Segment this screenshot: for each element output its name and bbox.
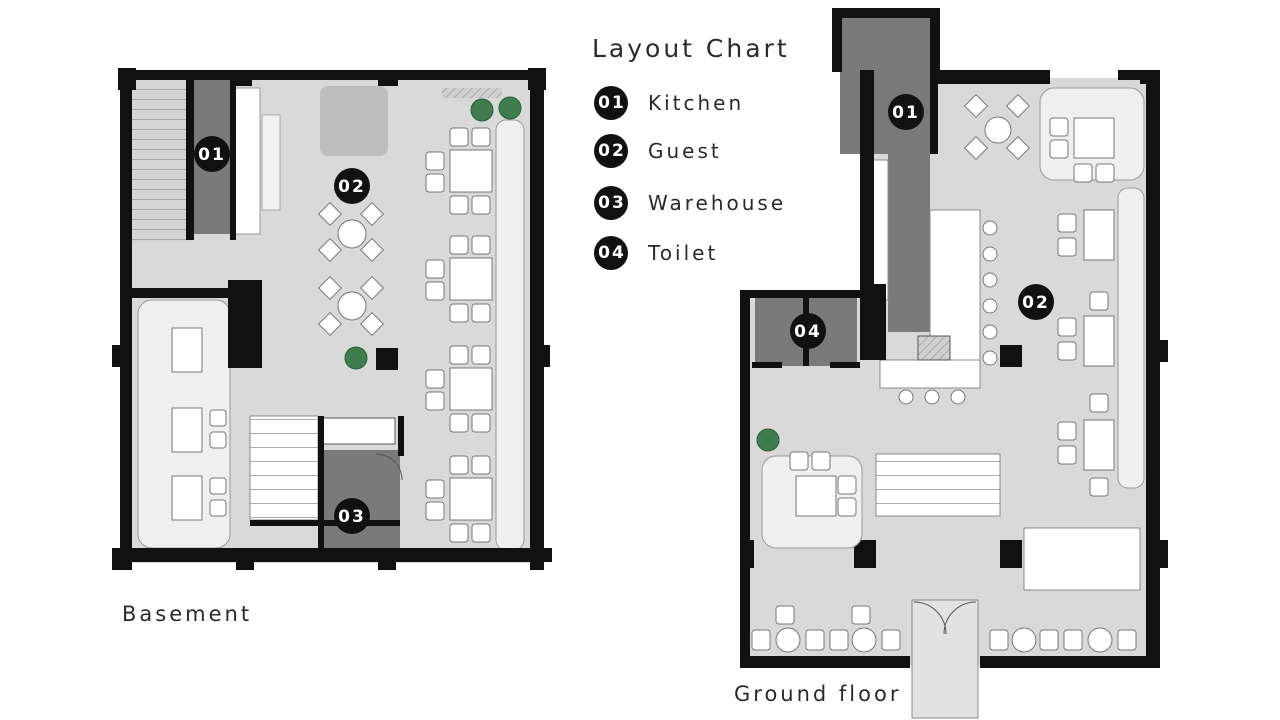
basement-stairs — [132, 80, 190, 242]
ground-side-window — [871, 159, 889, 301]
basement-marker-warehouse: 03 — [334, 498, 370, 534]
ground-floor-plan: 01 02 04 — [740, 8, 1168, 719]
basement-label: Basement — [122, 602, 253, 626]
legend-label: Guest — [648, 139, 722, 163]
basement-counter — [233, 87, 261, 235]
svg-text:02: 02 — [338, 177, 366, 197]
ground-entrance-counter — [1023, 527, 1141, 591]
basement-walls — [112, 68, 552, 570]
ground-walls — [740, 8, 1168, 668]
svg-text:01: 01 — [198, 145, 226, 165]
ground-kitchen-corridor — [888, 150, 930, 332]
legend-badge: 01 — [594, 86, 628, 120]
basement-equipment — [322, 417, 396, 445]
legend-badge: 04 — [594, 236, 628, 270]
ground-kitchen-shaft — [840, 14, 932, 154]
basement-plants — [344, 96, 522, 370]
legend-title: Layout Chart — [592, 34, 790, 63]
ground-marker-toilet: 04 — [790, 313, 826, 349]
basement-plan: 01 02 03 — [112, 68, 552, 570]
ground-door-swing-right — [943, 601, 977, 635]
basement-door-swing — [375, 453, 403, 481]
ground-tables — [751, 93, 1137, 653]
ground-vestibule — [911, 599, 979, 719]
basement-light-pad — [320, 86, 388, 156]
basement-marker-guest: 02 — [334, 168, 370, 204]
legend-item-kitchen: 01 Kitchen — [594, 86, 854, 120]
legend-badge: 03 — [594, 186, 628, 220]
basement-table-column — [425, 127, 493, 543]
basement-warehouse-area — [320, 450, 400, 548]
legend-label: Warehouse — [648, 191, 787, 215]
svg-text:03: 03 — [338, 507, 366, 527]
ground-floor-label: Ground floor — [734, 682, 902, 706]
ground-plants — [756, 428, 780, 452]
ground-stairs — [875, 453, 1001, 517]
legend-item-guest: 02 Guest — [594, 134, 854, 168]
basement-counter-inner — [261, 114, 281, 211]
ground-door-swing-left — [913, 601, 947, 635]
ground-marker-kitchen: 01 — [888, 94, 924, 130]
ground-bar-sink — [917, 335, 951, 361]
svg-text:04: 04 — [794, 322, 822, 342]
basement-booth-tables — [171, 327, 227, 521]
legend-badge: 02 — [594, 134, 628, 168]
legend-item-warehouse: 03 Warehouse — [594, 186, 854, 220]
legend-label: Kitchen — [648, 91, 745, 115]
ground-bar-base — [879, 359, 981, 389]
ground-marker-guest: 02 — [1018, 284, 1054, 320]
svg-text:02: 02 — [1022, 293, 1050, 313]
svg-text:01: 01 — [892, 103, 920, 123]
legend-label: Toilet — [648, 241, 719, 265]
legend-item-toilet: 04 Toilet — [594, 236, 854, 270]
basement-marker-kitchen: 01 — [194, 136, 230, 172]
basement-booth-right — [495, 119, 525, 551]
basement-entry-hatch — [442, 88, 502, 98]
basement-dining-cluster — [317, 201, 385, 337]
basement-lower-stairs — [249, 415, 319, 521]
